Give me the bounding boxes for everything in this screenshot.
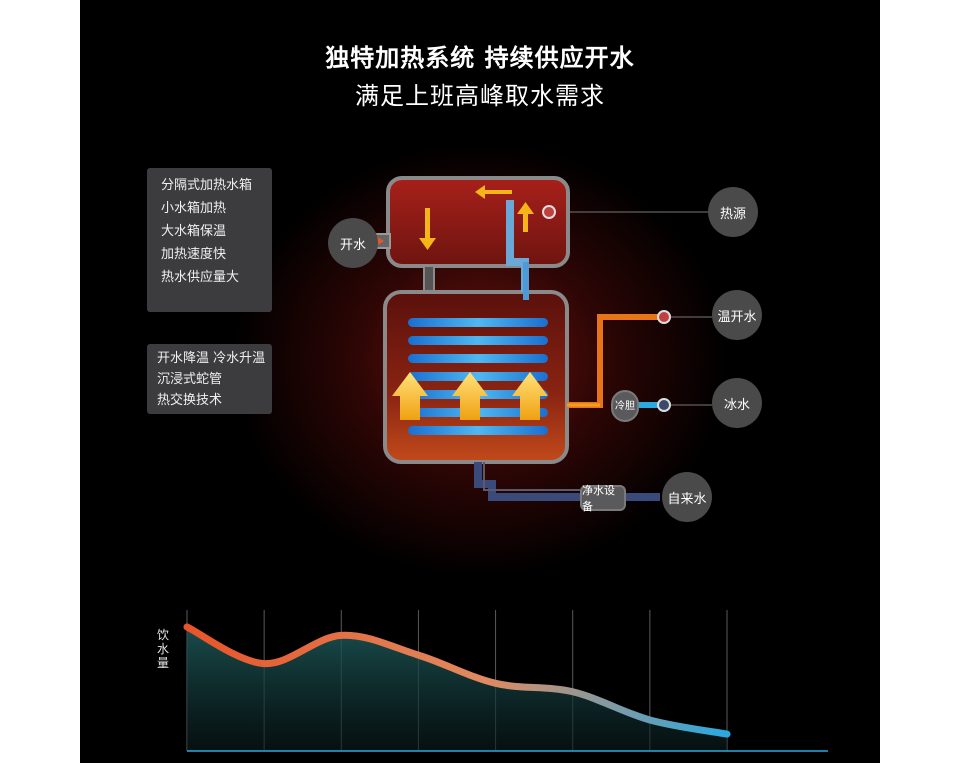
feature-item: 分隔式加热水箱 [161,178,253,193]
chart-area [187,626,727,751]
cold-tank-unit: 冷胆 [611,390,639,422]
page-title: 独特加热系统 持续供应开水 [325,44,635,72]
features-box-heating: 分隔式加热水箱 小水箱加热 大水箱保温 加热速度快 热水供应量大 [147,168,272,312]
heat-source-label: 热源 [708,187,758,237]
drinking-volume-chart [183,610,828,752]
feature-item: 开水降温 冷水升温 [157,351,266,366]
feature-item: 小水箱加热 [161,201,227,216]
ice-water-label: 冰水 [712,378,762,428]
feature-item: 热交换技术 [157,393,223,408]
feature-item: 沉浸式蛇管 [157,372,223,387]
features-box-exchange: 开水降温 冷水升温 沉浸式蛇管 热交换技术 [147,344,272,414]
inlet-pipe-edge [483,462,580,491]
heat-source-dot [542,205,556,219]
feature-item: 加热速度快 [161,247,227,262]
feature-item: 热水供应量大 [161,270,240,285]
chart-line [183,623,731,738]
flow-arrows-top [419,185,534,250]
purifier-unit: 净水设备 [580,484,626,513]
chart-ylabel: 饮水量 [156,628,169,670]
poster-panel: 独特加热系统 持续供应开水 满足上班高峰取水需求 分隔式加热水箱 小水箱加热 大… [80,0,880,763]
warm-water-label: 温开水 [712,290,762,340]
warm-water-tap-dot [657,310,671,324]
heating-tank [386,176,570,268]
page-subtitle: 满足上班高峰取水需求 [355,82,605,110]
ice-water-tap-dot [657,398,671,412]
boiler-diagram [371,176,712,501]
tap-water-label: 自来水 [662,472,712,522]
feature-item: 大水箱保温 [161,224,227,239]
heat-rise-arrows [392,372,548,420]
boiling-water-label: 开水 [328,218,378,268]
outlet-arrow [376,236,384,246]
